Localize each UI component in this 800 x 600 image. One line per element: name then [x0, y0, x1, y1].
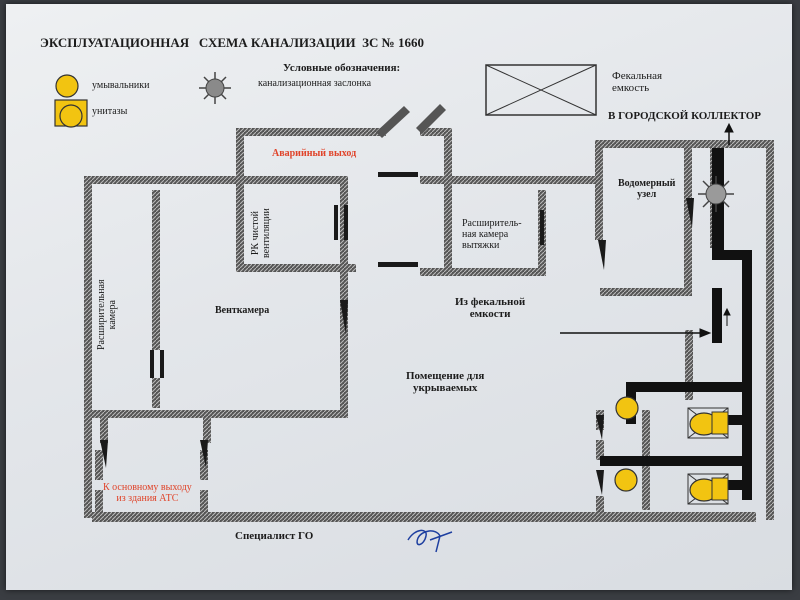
sink-icon [614, 468, 638, 492]
schematic-sheet [6, 4, 792, 590]
from-fecal-tank-label: Из фекальной емкости [455, 296, 526, 321]
legend-crossed-box [485, 64, 597, 116]
signature [407, 529, 453, 553]
fecal-tank-label: Фекальная емкость [612, 70, 663, 95]
sink-icon [615, 396, 639, 420]
emergency-exit-label: Аварийный выход [272, 148, 357, 159]
water-meter-label: Водомерный узел [618, 178, 676, 200]
main-exit-label: К основному выходу из здания АТС [103, 482, 192, 504]
expansion-chamber-label: Расширительная камера [96, 279, 118, 350]
door-markers [100, 172, 694, 495]
ventchamber-label: Венткамера [215, 305, 270, 316]
page-title: ЭКСПЛУАТАЦИОННАЯ СХЕМА КАНАЛИЗАЦИИ ЗС № … [40, 35, 424, 50]
toilet-icon [687, 407, 729, 439]
shelter-room-label: Помещение для укрываемых [406, 370, 485, 395]
rk-clean-ventilation-label: РК чистой вентиляции [250, 208, 272, 258]
legend-valve-icon [199, 72, 231, 104]
flow-arrows [560, 122, 734, 338]
legend-toilet-icon [54, 99, 88, 128]
legend-heading: Условные обозначения: [283, 62, 401, 74]
legend-valve-label: канализационная заслонка [258, 78, 372, 89]
expansion-chamber-exhaust-label: Расширитель- ная камера вытяжки [462, 218, 522, 251]
legend-sinks-label: умывальники [92, 80, 150, 91]
toilet-icon [687, 473, 729, 505]
emergency-exit-flaps [376, 104, 446, 138]
legend-sink-icon [55, 74, 79, 98]
sewer-pipes [600, 148, 752, 500]
legend-toilets-label: унитазы [92, 106, 128, 117]
city-collector-label: В ГОРОДСКОЙ КОЛЛЕКТОР [608, 110, 761, 122]
gr-specialist-label: Специалист ГО [235, 530, 314, 542]
sewer-valve-icon [698, 176, 734, 212]
